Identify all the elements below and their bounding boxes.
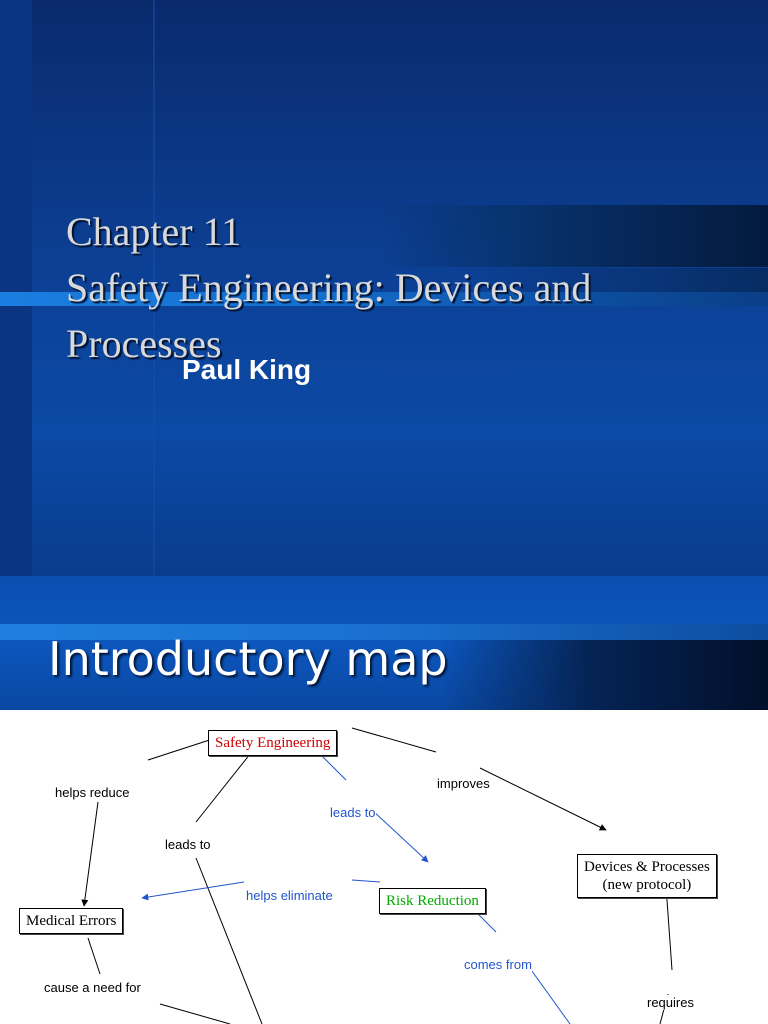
node-risk-reduction-label: Risk Reduction bbox=[386, 893, 479, 909]
link-medical-cause bbox=[87, 937, 101, 975]
title-line-chapter: Chapter 11 bbox=[66, 209, 242, 254]
link-label-leads-to: leads to bbox=[165, 837, 211, 852]
node-safety-engineering: Safety Engineering bbox=[208, 730, 338, 756]
decor-light-stripe bbox=[0, 292, 768, 306]
link-helps-reduce-to-medical bbox=[81, 801, 99, 907]
concept-map-slide: Introductory map Safety Engi bbox=[0, 576, 768, 1024]
link-improves-devices bbox=[479, 767, 607, 831]
link-label-cause-a-need-for: cause a need for bbox=[44, 980, 141, 995]
slide-header: Introductory map bbox=[0, 576, 768, 710]
title-line-subject: Safety Engineering: Devices and bbox=[66, 265, 592, 310]
title-line-subject-cont: Processes bbox=[66, 321, 222, 366]
decor-header-stripe bbox=[0, 624, 768, 640]
link-cause-down bbox=[159, 1003, 231, 1024]
decor-left-strip bbox=[0, 0, 32, 576]
link-leads-to-down bbox=[195, 857, 263, 1024]
link-label-requires: requires bbox=[647, 995, 694, 1010]
slide-title: Introductory map bbox=[48, 632, 448, 686]
link-helps-eliminate-medical bbox=[141, 881, 245, 901]
node-devices-processes: Devices & Processes (new protocol) bbox=[577, 854, 717, 898]
node-devices-processes-line2: (new protocol) bbox=[602, 877, 692, 893]
link-label-helps-eliminate: helps eliminate bbox=[246, 888, 333, 903]
link-label-comes-from: comes from bbox=[464, 957, 532, 972]
link-label-improves: improves bbox=[437, 776, 490, 791]
decor-vertical-line bbox=[153, 0, 155, 576]
link-label-leads-to-blue: leads to bbox=[330, 805, 376, 820]
decor-header-dark-bar bbox=[440, 640, 768, 710]
link-leads-to-risk bbox=[371, 809, 429, 863]
node-devices-processes-line1: Devices & Processes bbox=[584, 859, 710, 875]
node-safety-engineering-label: Safety Engineering bbox=[215, 735, 331, 751]
slide-title: Chapter 11 Safety Engineering: Devices a… bbox=[66, 204, 746, 372]
decor-dark-bar-lower bbox=[470, 268, 768, 292]
link-label-helps-reduce: helps reduce bbox=[55, 785, 130, 800]
decor-dark-bar bbox=[380, 205, 768, 267]
title-slide: Chapter 11 Safety Engineering: Devices a… bbox=[0, 0, 768, 576]
node-medical-errors-label: Medical Errors bbox=[26, 913, 117, 929]
node-medical-errors: Medical Errors bbox=[19, 908, 124, 934]
link-safety-improves bbox=[351, 727, 437, 753]
author-name: Paul King bbox=[182, 354, 312, 385]
link-risk-helps-eliminate bbox=[351, 879, 381, 883]
node-risk-reduction: Risk Reduction bbox=[379, 888, 486, 914]
